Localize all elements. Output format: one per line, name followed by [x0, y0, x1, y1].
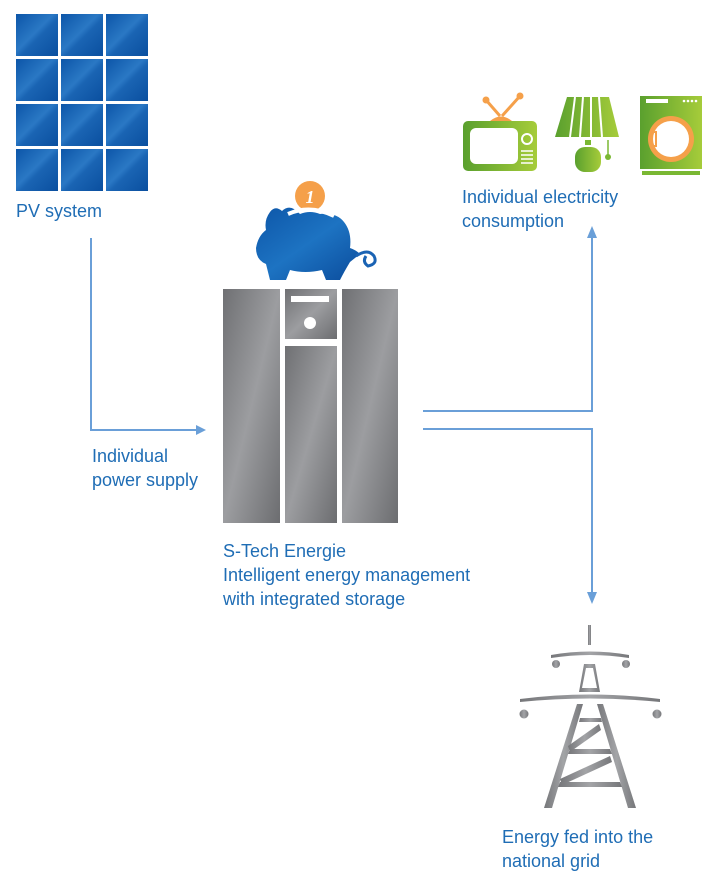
pv-system-icon — [16, 14, 148, 191]
coin-symbol: 1 — [306, 187, 315, 207]
solar-panel-cell — [106, 104, 148, 146]
solar-panel-cell — [106, 59, 148, 101]
storage-description-line2: with integrated storage — [223, 589, 406, 609]
grid-label-line2: national grid — [502, 851, 601, 871]
lamp-icon — [555, 96, 619, 172]
solar-panel-cell — [61, 149, 103, 191]
grid-label: Energy fed into the national grid — [502, 825, 653, 873]
solar-panel-cell — [61, 14, 103, 56]
tv-icon — [463, 92, 537, 171]
power-supply-label: Individual power supply — [92, 444, 198, 492]
storage-title: S-Tech Energie — [223, 541, 347, 561]
solar-panel-cell — [106, 149, 148, 191]
storage-label: S-Tech Energie Intelligent energy manage… — [223, 539, 470, 611]
solar-panel-cell — [16, 59, 58, 101]
solar-panel-cell — [16, 14, 58, 56]
arrowhead-down-icon — [587, 592, 597, 604]
power-supply-label-line1: Individual — [92, 446, 169, 466]
arrow-pv-to-storage — [90, 238, 198, 431]
power-supply-label-line2: power supply — [92, 470, 199, 490]
solar-panel-cell — [106, 14, 148, 56]
solar-panel-cell — [16, 149, 58, 191]
power-tower-icon — [519, 625, 662, 808]
solar-panel-cell — [61, 104, 103, 146]
pv-system-label: PV system — [16, 201, 103, 221]
arrow-storage-to-grid — [423, 428, 593, 594]
piggy-bank-icon: 1 — [256, 181, 377, 280]
flow-arrows — [90, 236, 593, 594]
solar-panel-cell — [61, 59, 103, 101]
arrowhead-right-icon — [196, 425, 206, 435]
consumption-label-line2: consumption — [462, 211, 565, 231]
grid-label-line1: Energy fed into the — [502, 827, 654, 847]
consumption-label: Individual electricity consumption — [462, 185, 618, 233]
solar-panel-cell — [16, 104, 58, 146]
storage-description-line1: Intelligent energy management — [223, 565, 471, 585]
washing-machine-icon — [640, 96, 702, 175]
arrowhead-up-icon — [587, 226, 597, 238]
consumption-label-line1: Individual electricity — [462, 187, 619, 207]
arrow-storage-to-consumption — [423, 236, 593, 412]
coin-icon — [295, 181, 325, 211]
storage-unit-icon — [223, 289, 398, 523]
